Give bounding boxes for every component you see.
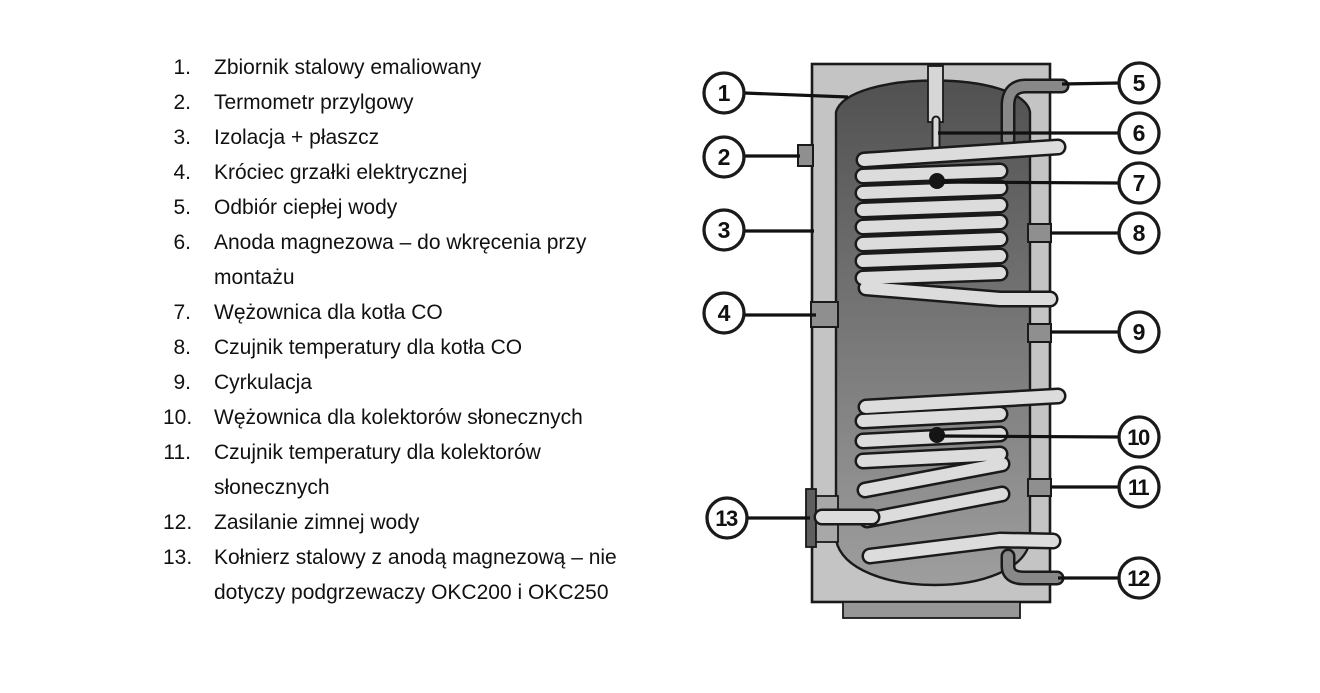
co-sensor-port [1027, 223, 1052, 243]
legend-item-number: 8. [173, 336, 191, 359]
svg-text:5: 5 [1133, 70, 1146, 96]
solar-sensor-dot [929, 427, 945, 443]
callout-13: 13 [705, 496, 749, 540]
legend-item-label: Zasilanie zimnej wody [214, 511, 420, 534]
svg-text:1: 1 [718, 80, 731, 106]
callout-11: 11 [1117, 465, 1161, 509]
svg-text:7: 7 [1133, 170, 1146, 196]
legend-item-label: Czujnik temperatury dla kotła CO [214, 336, 523, 359]
legend-item-number: 3. [173, 126, 191, 149]
legend-item-number: 5. [173, 196, 191, 219]
legend-item-7: 7. Wężownica dla kotła CO [163, 295, 641, 330]
callout-5: 5 [1117, 61, 1161, 105]
legend-item-10: 10. Wężownica dla kolektorów słonecznych [163, 400, 641, 435]
svg-text:9: 9 [1133, 319, 1146, 345]
legend-item-number: 6. [173, 231, 191, 254]
co-sensor-dot [929, 173, 945, 189]
tank-base-pedestal [842, 601, 1021, 619]
legend-item-6: 6. Anoda magnezowa – do wkręcenia przy mo… [163, 225, 641, 295]
pointer-line-7 [940, 180, 1120, 185]
anode-tube [927, 65, 944, 123]
svg-text:10: 10 [1127, 425, 1150, 450]
legend-item-label: Odbiór ciepłej wody [214, 196, 398, 219]
svg-text:8: 8 [1133, 220, 1146, 246]
callout-3: 3 [702, 208, 746, 252]
legend-item-9: 9. Cyrkulacja [163, 365, 641, 400]
svg-text:3: 3 [718, 217, 731, 243]
legend-item-label: Cyrkulacja [214, 371, 313, 394]
callout-12: 12 [1117, 556, 1161, 600]
callout-6: 6 [1117, 111, 1161, 155]
legend-item-3: 3. Izolacja + płaszcz [163, 120, 641, 155]
legend-item-label: Wężownica dla kotła CO [214, 301, 443, 324]
legend-item-label: Króciec grzałki elektrycznej [214, 161, 468, 184]
legend-item-label: Anoda magnezowa – do wkręcenia przy mont… [214, 231, 587, 289]
legend-item-number: 13. [163, 546, 193, 569]
legend-item-number: 2. [173, 91, 191, 114]
legend-list: 1. Zbiornik stalowy emaliowany 2. Termomet… [163, 50, 641, 610]
legend-item-label: Kołnierz stalowy z anodą magnezową – nie… [214, 546, 617, 604]
callout-4: 4 [702, 291, 746, 335]
legend-item-4: 4. Króciec grzałki elektrycznej [163, 155, 641, 190]
legend-item-5: 5. Odbiór ciepłej wody [163, 190, 641, 225]
solar-sensor-port [1027, 478, 1052, 497]
circulation-port [1027, 323, 1052, 343]
svg-text:2: 2 [718, 144, 731, 170]
heater-port [810, 301, 839, 328]
svg-text:6: 6 [1133, 120, 1146, 146]
pointer-line-5 [1061, 81, 1120, 86]
legend-item-label: Wężownica dla kolektorów słonecznych [214, 406, 583, 429]
legend-item-1: 1. Zbiornik stalowy emaliowany [163, 50, 641, 85]
legend-item-number: 1. [173, 56, 191, 79]
legend-item-8: 8. Czujnik temperatury dla kotła CO [163, 330, 641, 365]
legend-item-11: 11. Czujnik temperatury dla kolektorów sł… [163, 435, 641, 505]
svg-text:11: 11 [1128, 475, 1150, 500]
legend-item-number: 7. [173, 301, 191, 324]
svg-text:13: 13 [715, 506, 738, 531]
callout-1: 1 [702, 71, 746, 115]
pointer-line-10 [940, 434, 1120, 439]
svg-text:12: 12 [1127, 566, 1150, 591]
pointer-line-1 [743, 91, 849, 99]
legend-item-number: 10. [163, 406, 193, 429]
legend-item-13: 13. Kołnierz stalowy z anodą magnezową – … [163, 540, 641, 610]
legend-item-number: 11. [163, 441, 191, 464]
legend-item-label: Zbiornik stalowy emaliowany [214, 56, 482, 79]
thermometer-boss [797, 144, 814, 167]
callout-9: 9 [1117, 310, 1161, 354]
legend-item-label: Termometr przylgowy [214, 91, 414, 114]
callout-7: 7 [1117, 161, 1161, 205]
callout-10: 10 [1117, 415, 1161, 459]
legend-item-label: Izolacja + płaszcz [214, 126, 380, 149]
legend-item-2: 2. Termometr przylgowy [163, 85, 641, 120]
legend-item-number: 4. [173, 161, 191, 184]
callout-8: 8 [1117, 211, 1161, 255]
legend-item-12: 12. Zasilanie zimnej wody [163, 505, 641, 540]
legend-item-number: 9. [173, 371, 191, 394]
callout-2: 2 [702, 135, 746, 179]
legend-item-label: Czujnik temperatury dla kolektorów słone… [214, 441, 541, 499]
svg-text:4: 4 [718, 300, 731, 326]
legend-item-number: 12. [163, 511, 193, 534]
